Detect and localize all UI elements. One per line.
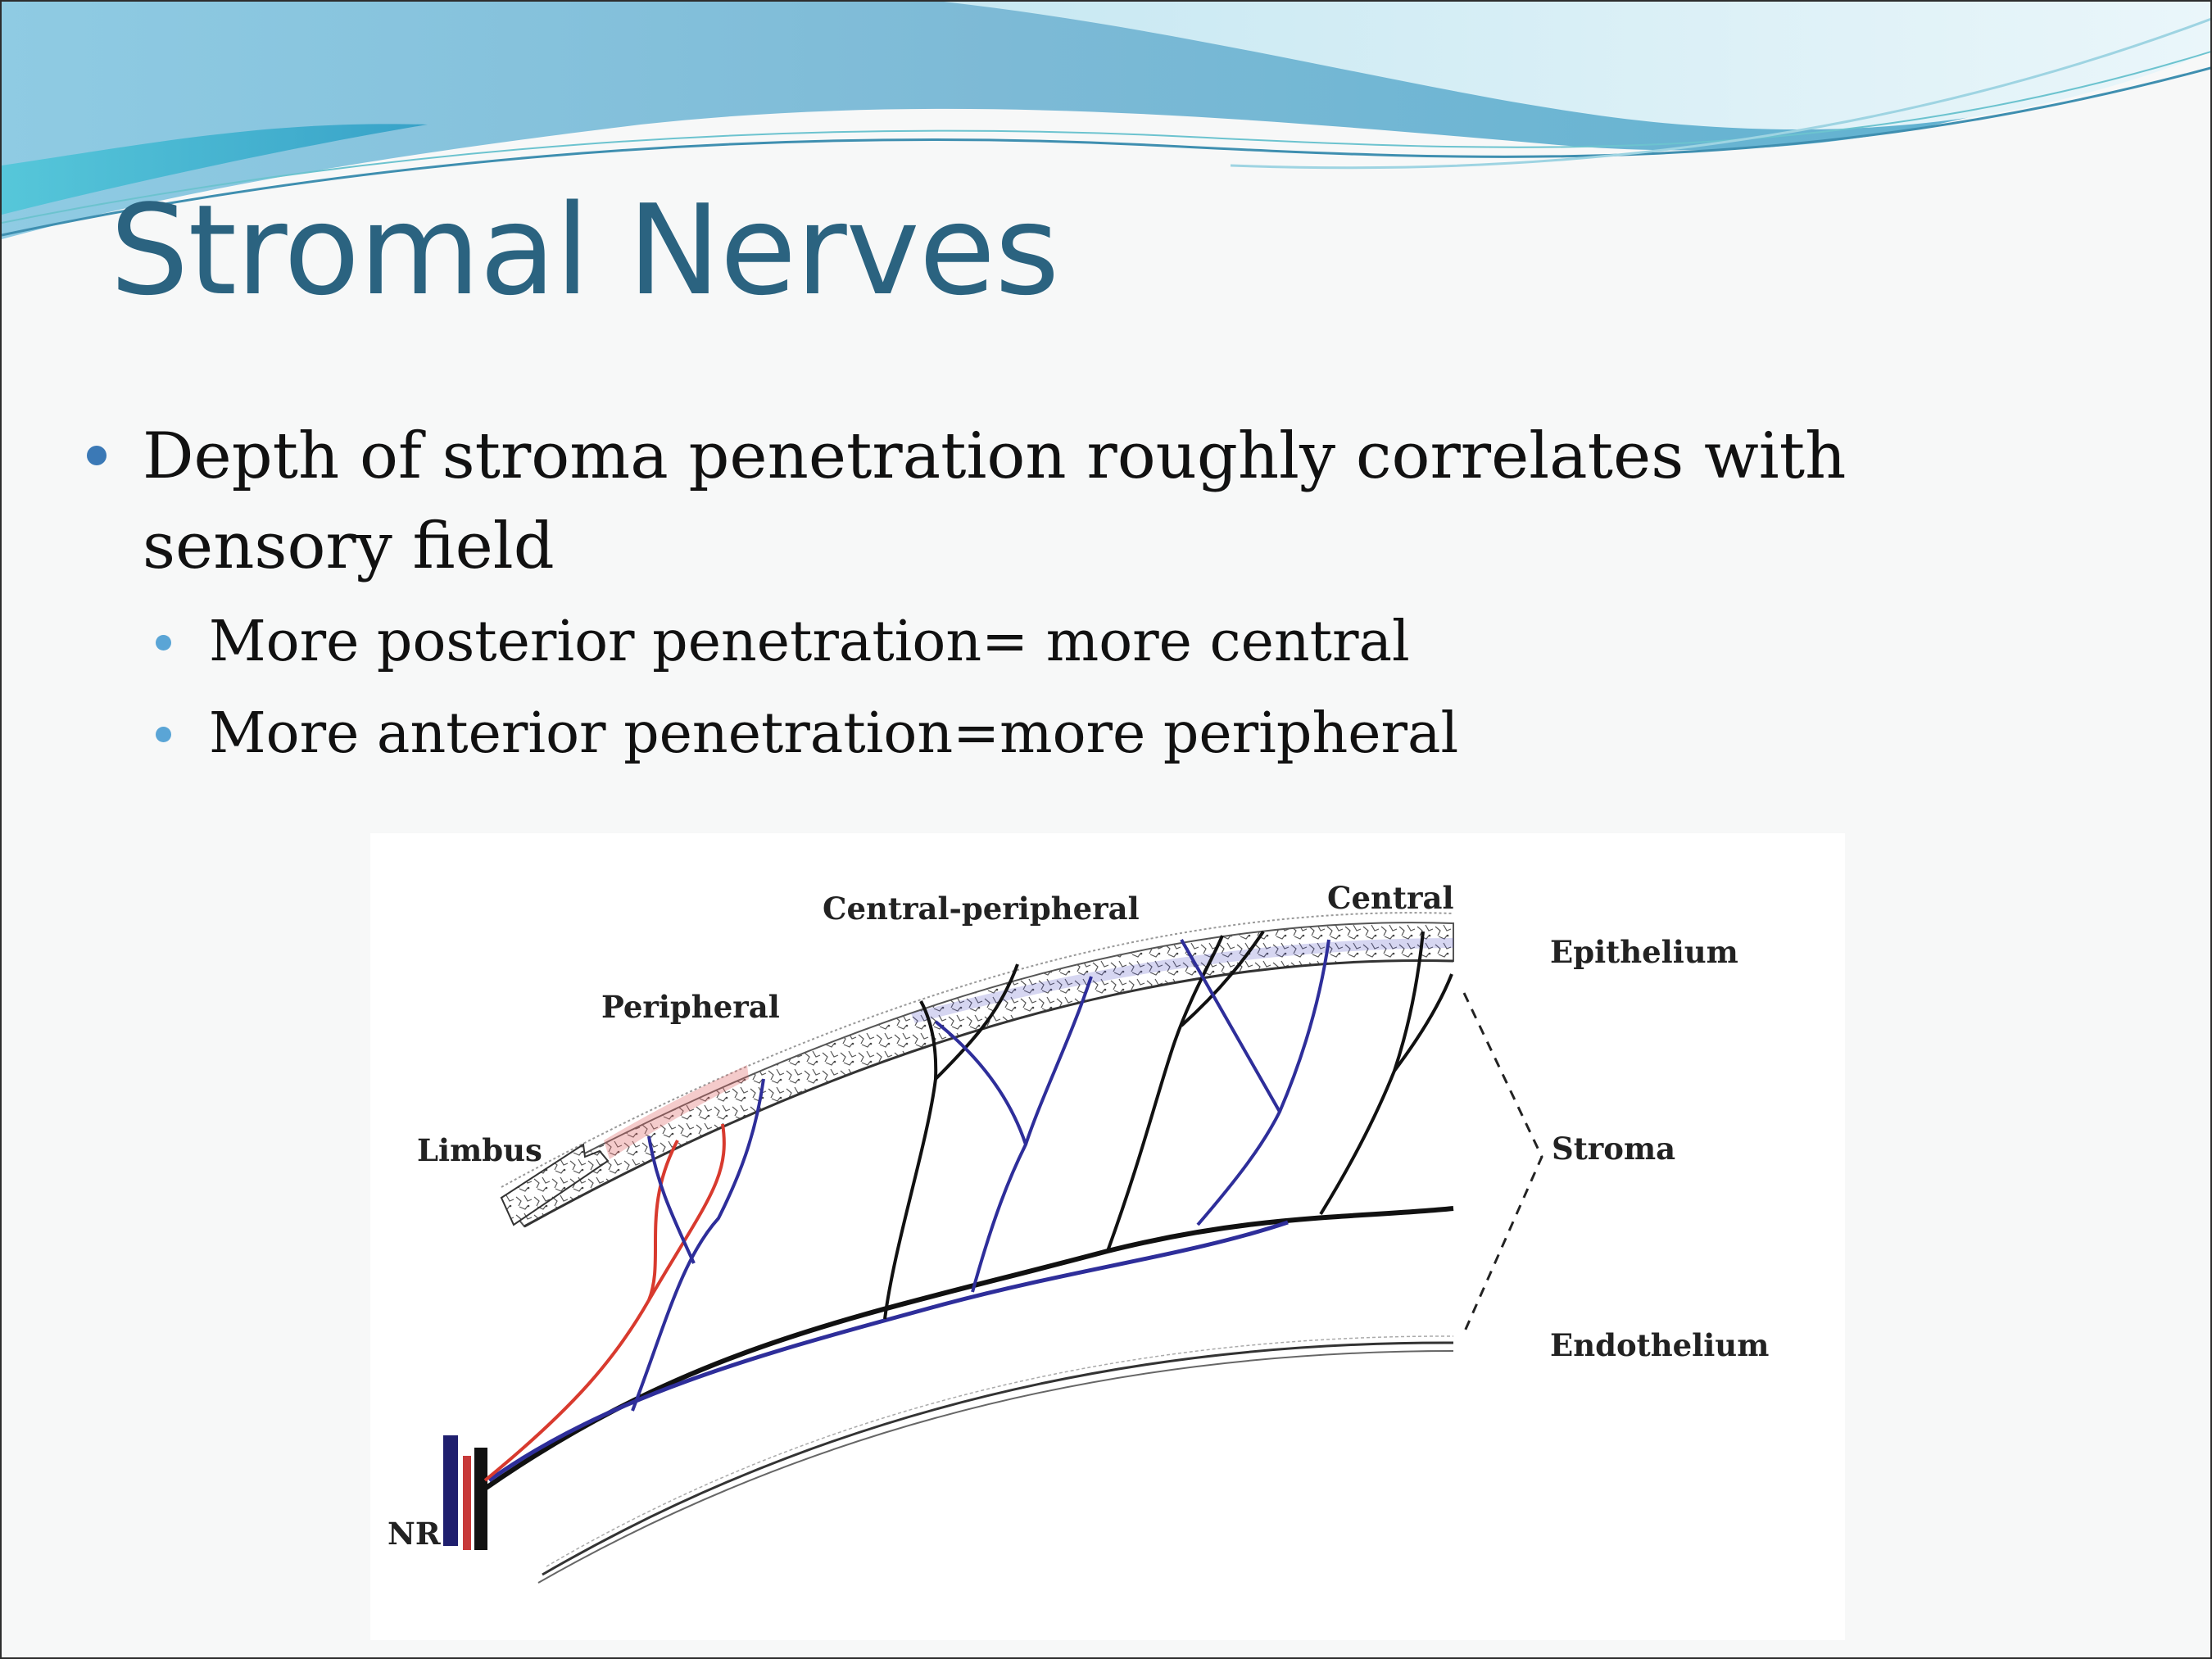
central-nerve (1180, 939, 1281, 1113)
slide-title: Stromal Nerves (110, 178, 1059, 323)
label-limbus: Limbus (417, 1132, 542, 1168)
stroma-bracket (1462, 992, 1543, 1334)
label-stroma: Stroma (1552, 1131, 1675, 1167)
label-central: Central (1327, 880, 1454, 916)
peripheral-nerve-branch (647, 1135, 696, 1264)
bullet-main: Depth of stroma penetration roughly corr… (87, 411, 1929, 592)
bullet-list: Depth of stroma penetration roughly corr… (2, 411, 2132, 780)
epithelium-outer-edge (501, 912, 1454, 1188)
sub-bullet-anterior: More anterior penetration=more periphera… (156, 688, 2132, 780)
header-wave-decoration (2, 2, 2210, 239)
blue-nerve-trunk (487, 1220, 1289, 1483)
diagram-canvas: Central-peripheral Central Epithelium Pe… (388, 880, 1769, 1584)
stromal-nerve-diagram: Central-peripheral Central Epithelium Pe… (370, 833, 1845, 1640)
central-nerve (1393, 973, 1453, 1072)
label-peripheral: Peripheral (601, 989, 780, 1025)
central-peripheral-nerve (934, 963, 1019, 1081)
bullet-main-text: Depth of stroma penetration roughly corr… (143, 419, 1847, 583)
limbal-nerve-branch (647, 1123, 726, 1302)
limbal-epithelium-tint (604, 1065, 749, 1159)
sub-bullet-dot (156, 727, 171, 742)
endothelium-layer-edge (546, 1335, 1454, 1567)
sub-bullet-dot (156, 635, 171, 650)
sub-bullet-posterior-text: More posterior penetration= more central (209, 610, 1410, 674)
label-nr: NR (388, 1516, 441, 1552)
sub-bullet-anterior-text: More anterior penetration=more periphera… (209, 701, 1459, 766)
endothelium-layer (542, 1341, 1454, 1576)
label-endothelium: Endothelium (1550, 1327, 1769, 1363)
endothelium-layer-inner (537, 1350, 1454, 1584)
label-central-peripheral: Central-peripheral (823, 891, 1140, 927)
label-epithelium: Epithelium (1550, 934, 1738, 970)
central-nerve (1106, 935, 1224, 1252)
limbal-nerve-branch (483, 1140, 679, 1482)
central-peripheral-nerve (883, 1000, 938, 1320)
central-nerve (1180, 930, 1265, 1027)
peripheral-nerve-branch (631, 1078, 765, 1412)
bullet-dot (87, 446, 107, 465)
central-peripheral-nerve (934, 1020, 1027, 1145)
limbus-structure (500, 1143, 610, 1226)
epithelium-layer (500, 922, 1454, 1228)
main-nerve-trunk (483, 1206, 1454, 1491)
epithelium-blue-tint (911, 938, 1453, 1023)
central-nerve (1319, 931, 1425, 1216)
sub-bullet-posterior: More posterior penetration= more central (156, 596, 2132, 688)
